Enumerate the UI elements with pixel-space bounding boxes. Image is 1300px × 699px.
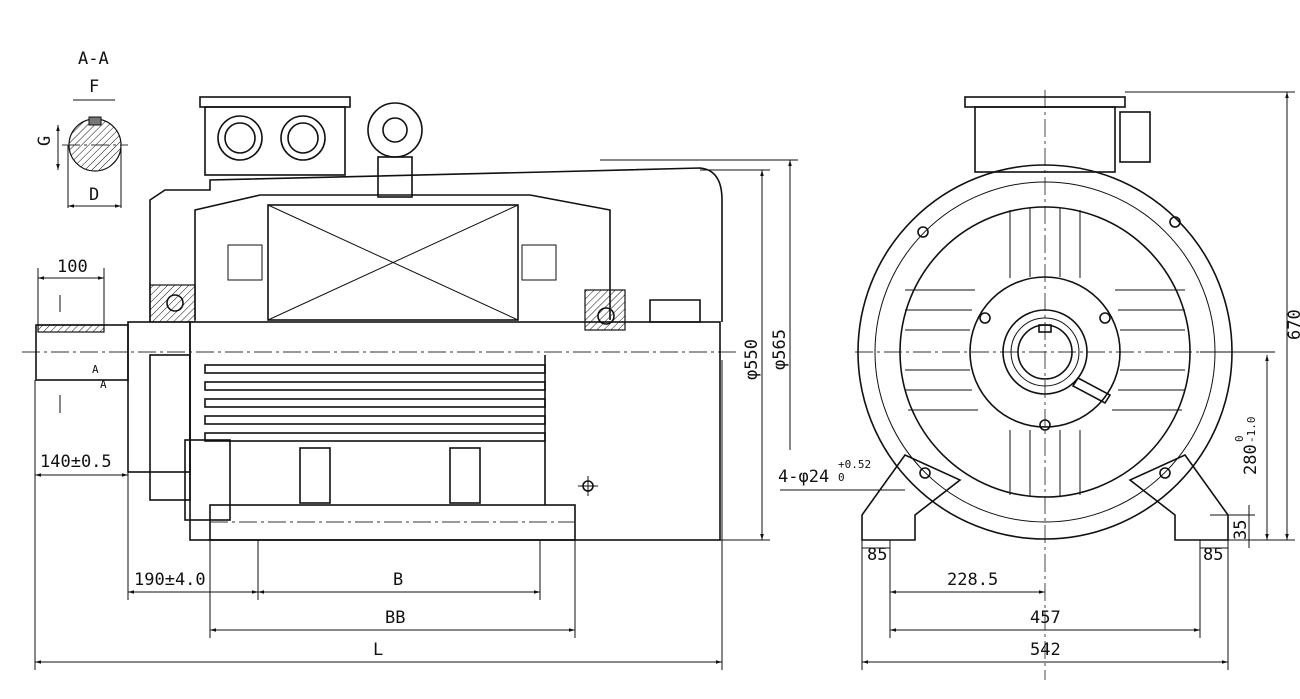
left-foot-width-dim: 85 <box>867 545 887 565</box>
shaft <box>35 324 129 381</box>
dim-bb: BB <box>385 608 405 628</box>
shaft-height-tol-upper: 0 <box>1233 435 1246 442</box>
cooling-fins <box>204 364 546 442</box>
dim-l: L <box>373 640 383 660</box>
mounting-holes-dim: 4-φ24 <box>778 467 829 487</box>
hole-spacing-dim: 457 <box>1030 608 1061 628</box>
half-hole-spacing-dim: 228.5 <box>947 570 998 590</box>
mounting-holes-tol-upper: +0.52 <box>838 458 871 471</box>
section-a-a: A-A F G D <box>35 49 128 208</box>
section-mark: A <box>92 363 99 376</box>
foot-offset-dim: 190±4.0 <box>134 570 206 590</box>
front-dimensions: 4-φ24 +0.52 0 670 280 0 -1.0 35 85 85 22… <box>778 91 1300 670</box>
shaft-height-dim: 280 <box>1241 444 1261 475</box>
shaft-end-dim: 140±0.5 <box>40 452 112 472</box>
shaft-end <box>1002 309 1088 395</box>
overall-height-dim: 670 <box>1285 309 1300 340</box>
frame <box>189 321 721 541</box>
shaft-height-tol-lower: -1.0 <box>1245 417 1258 444</box>
frame-diameter-dim: φ550 <box>742 339 762 380</box>
foot-thickness-dim: 35 <box>1231 520 1251 540</box>
fan-cover-diameter-dim: φ565 <box>770 329 790 370</box>
bolt-holes <box>917 216 1181 479</box>
left-foot <box>861 453 962 541</box>
mounting-holes-tol-lower: 0 <box>838 471 845 484</box>
feet <box>209 504 576 541</box>
section-mark: A <box>100 378 107 391</box>
base-width-dim: 542 <box>1030 640 1061 660</box>
side-dimensions: 100 140±0.5 190±4.0 B BB L φ550 φ565 <box>34 159 798 670</box>
key-depth-label: G <box>35 136 55 146</box>
shaft-length-dim: 100 <box>57 257 88 277</box>
side-view: A A <box>22 96 740 541</box>
section-title: A-A <box>78 49 109 69</box>
stator-core <box>267 204 519 321</box>
end-shield-ribs <box>905 208 1185 497</box>
lifting-eye <box>367 102 423 198</box>
dim-b: B <box>393 570 403 590</box>
right-foot-width-dim: 85 <box>1203 545 1223 565</box>
key-width-label: F <box>89 77 99 97</box>
shaft-diameter-label: D <box>89 185 99 205</box>
right-foot <box>1128 453 1229 541</box>
